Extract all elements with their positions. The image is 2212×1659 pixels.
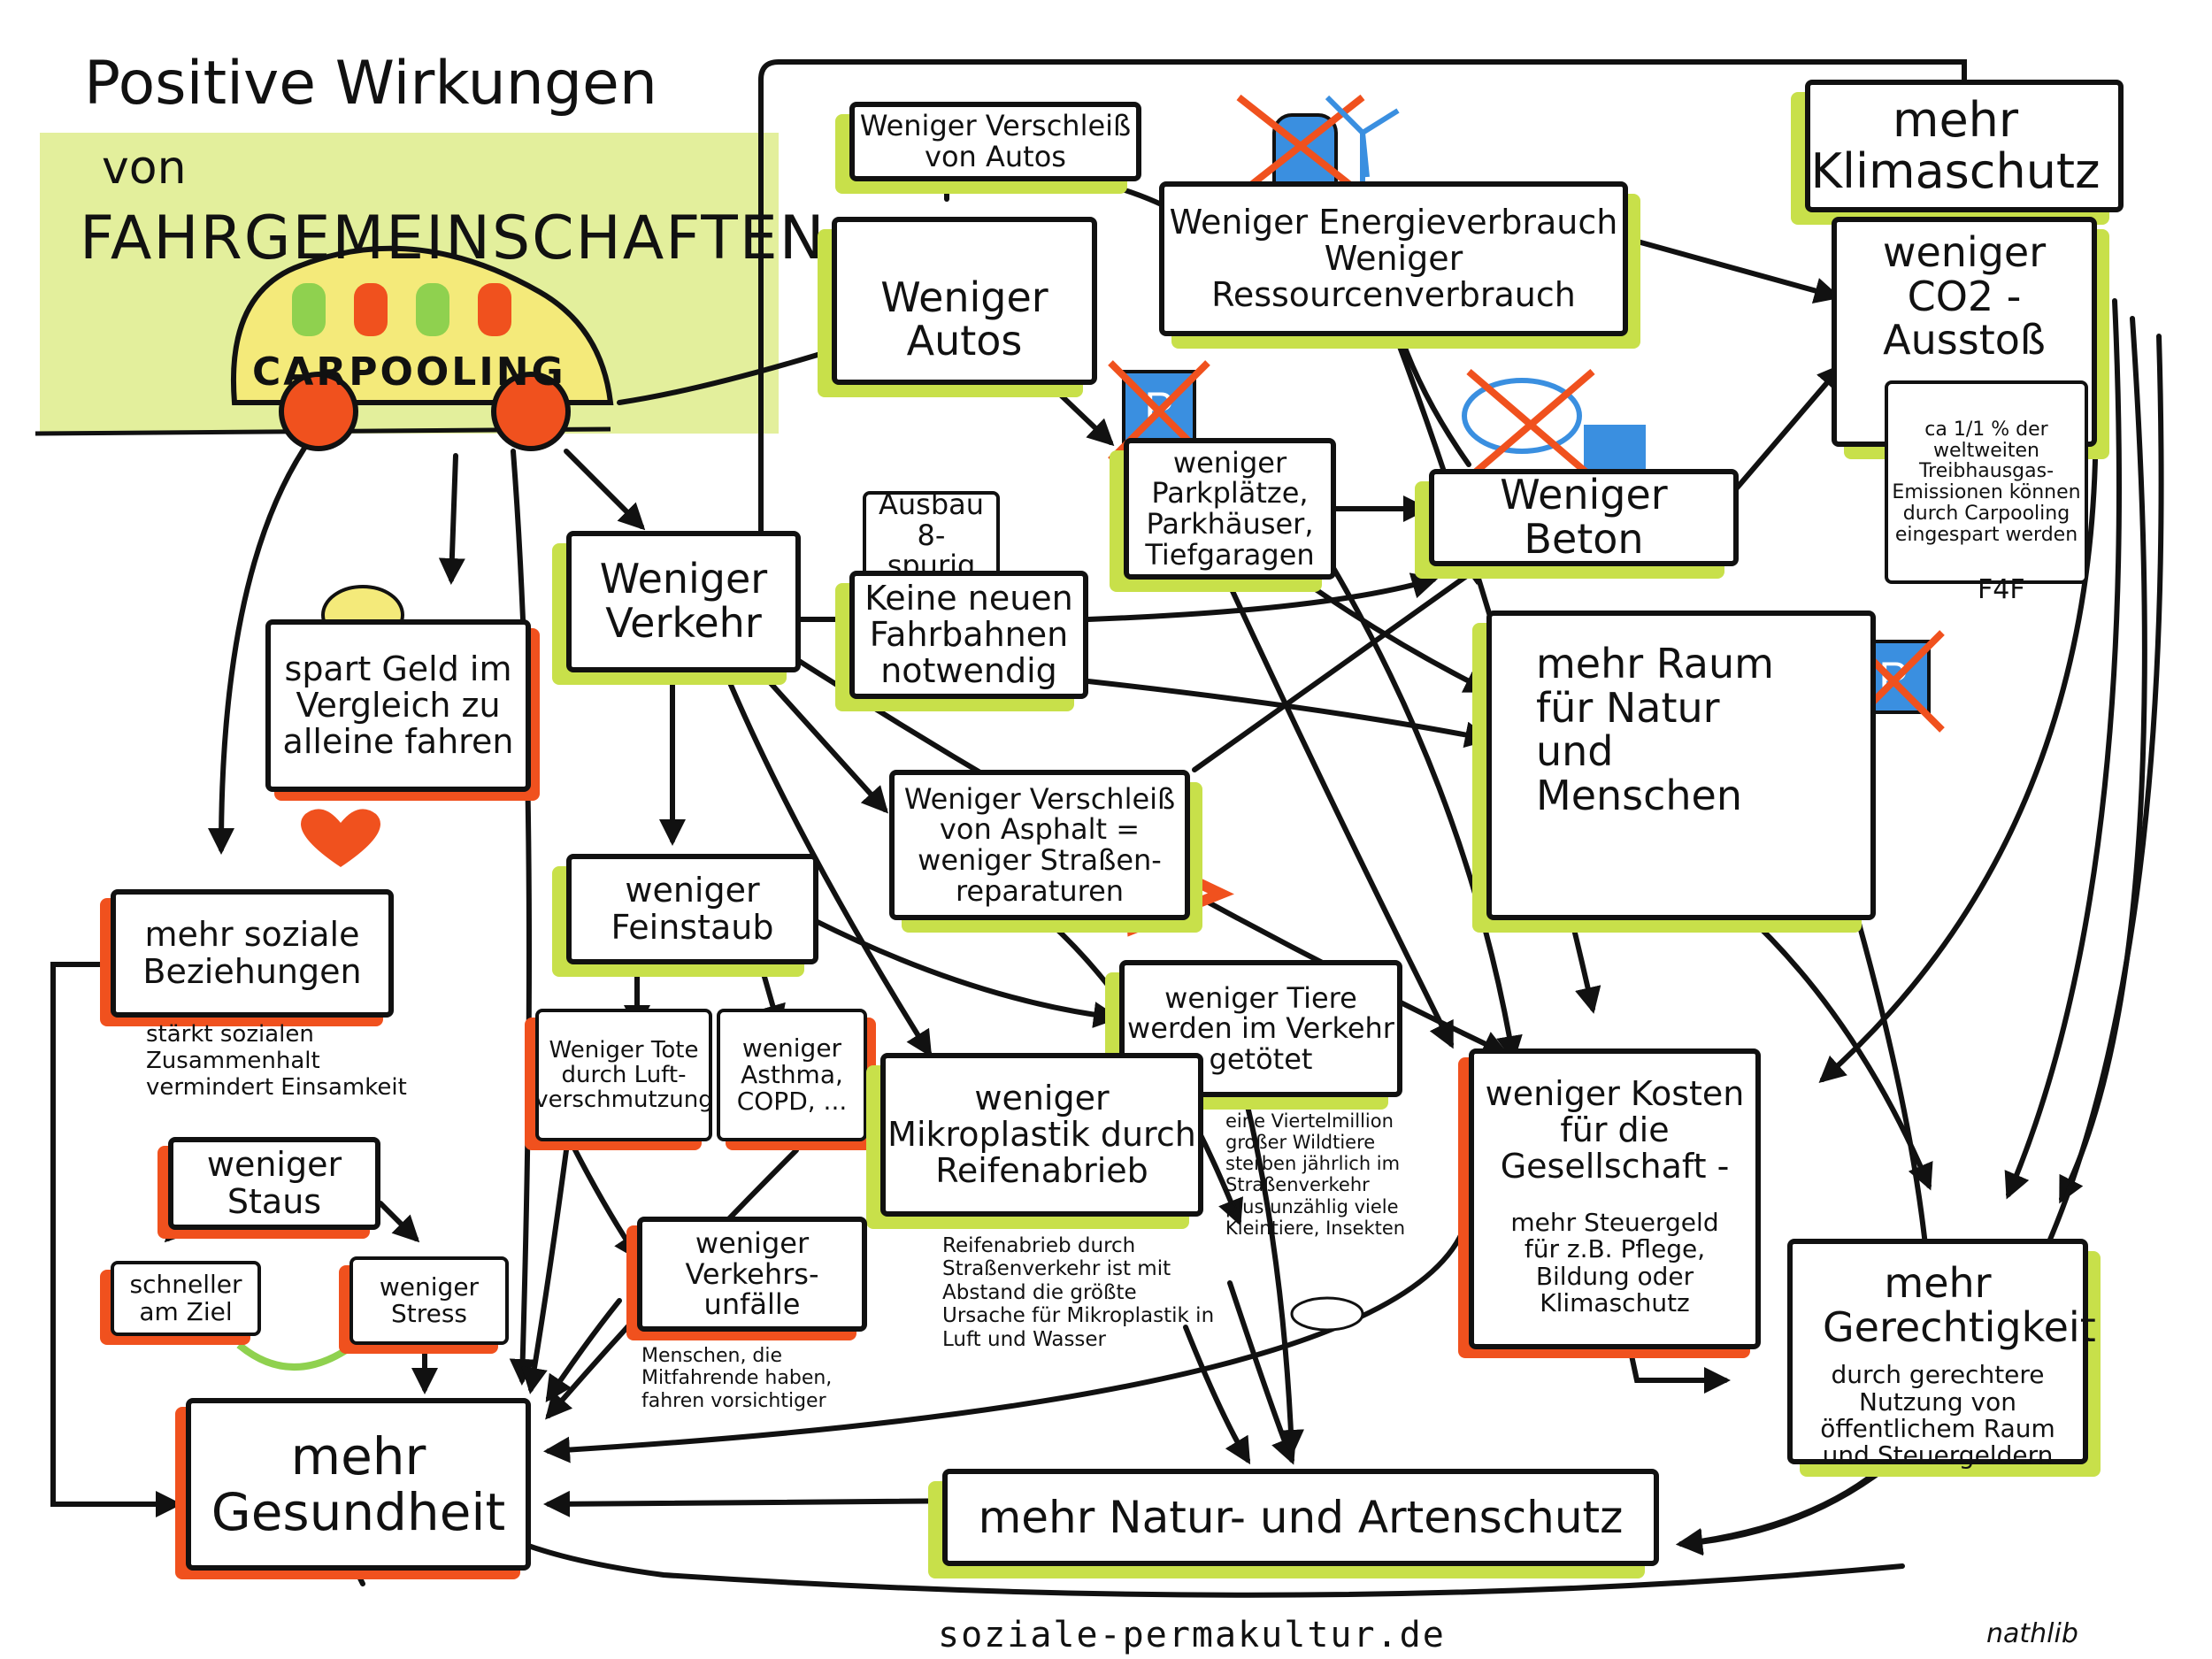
arrow-raum-gerecht — [1740, 909, 1933, 1191]
node-gesundheit: mehr Gesundheit — [186, 1398, 531, 1571]
node-staus: weniger Staus — [168, 1137, 380, 1230]
arrow-park-kosten — [1218, 564, 1454, 1049]
arrow-car-gesundheit — [509, 449, 536, 1386]
arrow-kosten-gesund — [543, 1210, 1471, 1463]
mikroplastik-note: Reifenabrieb durch Straßenverkehr ist mi… — [942, 1234, 1215, 1351]
arrow-mikro-natur — [1183, 1325, 1251, 1465]
node-schneller: schneller am Ziel — [111, 1261, 261, 1336]
arrow-car-soziale — [208, 444, 308, 855]
node-weniger-verkehr: Weniger Verkehr — [566, 531, 801, 672]
arrow-mikro-natur2 — [1236, 1068, 1304, 1456]
arrow-car-verkehr — [564, 449, 646, 531]
node-tiere: weniger Tiere werden im Verkehr getötet — [1119, 960, 1402, 1097]
node-feinstaub: weniger Feinstaub — [566, 854, 818, 964]
node-tote: Weniger Tote durch Luft-verschmutzung — [534, 1009, 713, 1141]
arrow-soziale-gesund — [50, 962, 182, 1517]
title-line2: von — [102, 142, 187, 195]
node-asphalt: Weniger Verschleiß von Asphalt = weniger… — [889, 770, 1190, 920]
node-klimaschutz: mehr Klimaschutz — [1805, 80, 2124, 212]
node-natur: mehr Natur- und Artenschutz — [942, 1469, 1659, 1566]
arrow-tote-unfaelle — [564, 1130, 641, 1261]
arrow-energie-co2 — [1625, 236, 1841, 304]
title-line1: Positive Wirkungen — [84, 49, 657, 119]
arrow-tote-gesund — [521, 1148, 569, 1394]
signature: nathlib — [1986, 1618, 2078, 1649]
arrow-fahrbahn-beton — [1086, 572, 1439, 622]
node-kosten: weniger Kosten für die Gesellschaft - me… — [1469, 1048, 1761, 1349]
footer-url: soziale-permakultur.de — [938, 1615, 1446, 1655]
node-mikroplastik: weniger Mikroplastik durch Reifenabrieb — [880, 1053, 1203, 1217]
node-stress: weniger Stress — [349, 1256, 509, 1345]
node-weniger-verschleiss-autos: Weniger Verschleiß von Autos — [849, 102, 1141, 181]
hedgehog-icon — [1290, 1296, 1364, 1332]
node-fahrbahnen: Keine neuen Fahrbahnen notwendig — [849, 571, 1088, 699]
arrow-car-geld — [438, 453, 465, 585]
node-raum: mehr Raum für Natur und Menschen — [1486, 611, 1876, 920]
node-energie: Weniger Energieverbrauch Weniger Ressour… — [1159, 181, 1628, 336]
node-ausbau: Ausbau 8-spurig — [863, 489, 1000, 581]
node-beton: Weniger Beton — [1429, 469, 1739, 566]
car-label: CARPOOLING — [252, 349, 566, 395]
arrow-parkplatz-raum — [1280, 564, 1492, 693]
node-spart-geld: spart Geld im Vergleich zu alleine fahre… — [265, 619, 531, 792]
f4f-label: F4F — [1978, 574, 2025, 605]
node-gerechtigkeit: mehr Gerechtigkeit durch gerechtere Nutz… — [1787, 1239, 2096, 1469]
hammock-icon — [236, 1341, 357, 1371]
arrow-staus-stress — [378, 1201, 420, 1243]
arrow-verkehr-mikro — [723, 670, 933, 1058]
node-co2-note: ca 1/1 % der weltweiten Treibhausgas-Emi… — [1885, 380, 2088, 584]
arrow-verkehr-asphalt — [758, 670, 889, 814]
node-weniger-autos: Weniger Autos — [832, 217, 1097, 385]
arrow-gerecht-gesund — [473, 1518, 1905, 1598]
arrow-energie-kosten — [1325, 555, 1523, 1063]
arrow-feinstaub-tiere — [811, 918, 1120, 1028]
node-asthma: weniger Asthma, COPD, ... — [717, 1009, 867, 1141]
arrow-unfaelle-gesund — [545, 1298, 622, 1402]
soziale-note: stärkt sozialen Zusammenhalt vermindert … — [146, 1021, 407, 1101]
arrow-co2-gerecht1 — [2004, 298, 2122, 1200]
node-unfaelle: weniger Verkehrs-unfälle — [637, 1217, 867, 1332]
title-line3: FAHRGEMEINSCHAFTEN — [80, 204, 826, 273]
arrow-car-autos — [617, 338, 855, 405]
node-co2: weniger CO2 - Ausstoß — [1832, 217, 2097, 447]
arrow-asphalt-beton — [1192, 558, 1491, 772]
heart-icon — [301, 809, 380, 867]
concrete-mixer-icon — [1462, 368, 1646, 481]
node-parkplaetze: weniger Parkplätze, Parkhäuser, Tiefgara… — [1124, 438, 1336, 580]
arrow-fahrbahn-raum — [1086, 679, 1492, 749]
node-soziale: mehr soziale Beziehungen — [111, 889, 394, 1018]
tiere-note: eine Viertelmillion großer Wildtiere ste… — [1225, 1110, 1406, 1239]
arrow-verkehr-klima — [758, 59, 1978, 534]
arrow-beton-co2 — [1732, 363, 1844, 494]
unfaelle-note: Menschen, die Mitfahrende haben, fahren … — [641, 1345, 833, 1412]
car-icon — [231, 245, 614, 451]
